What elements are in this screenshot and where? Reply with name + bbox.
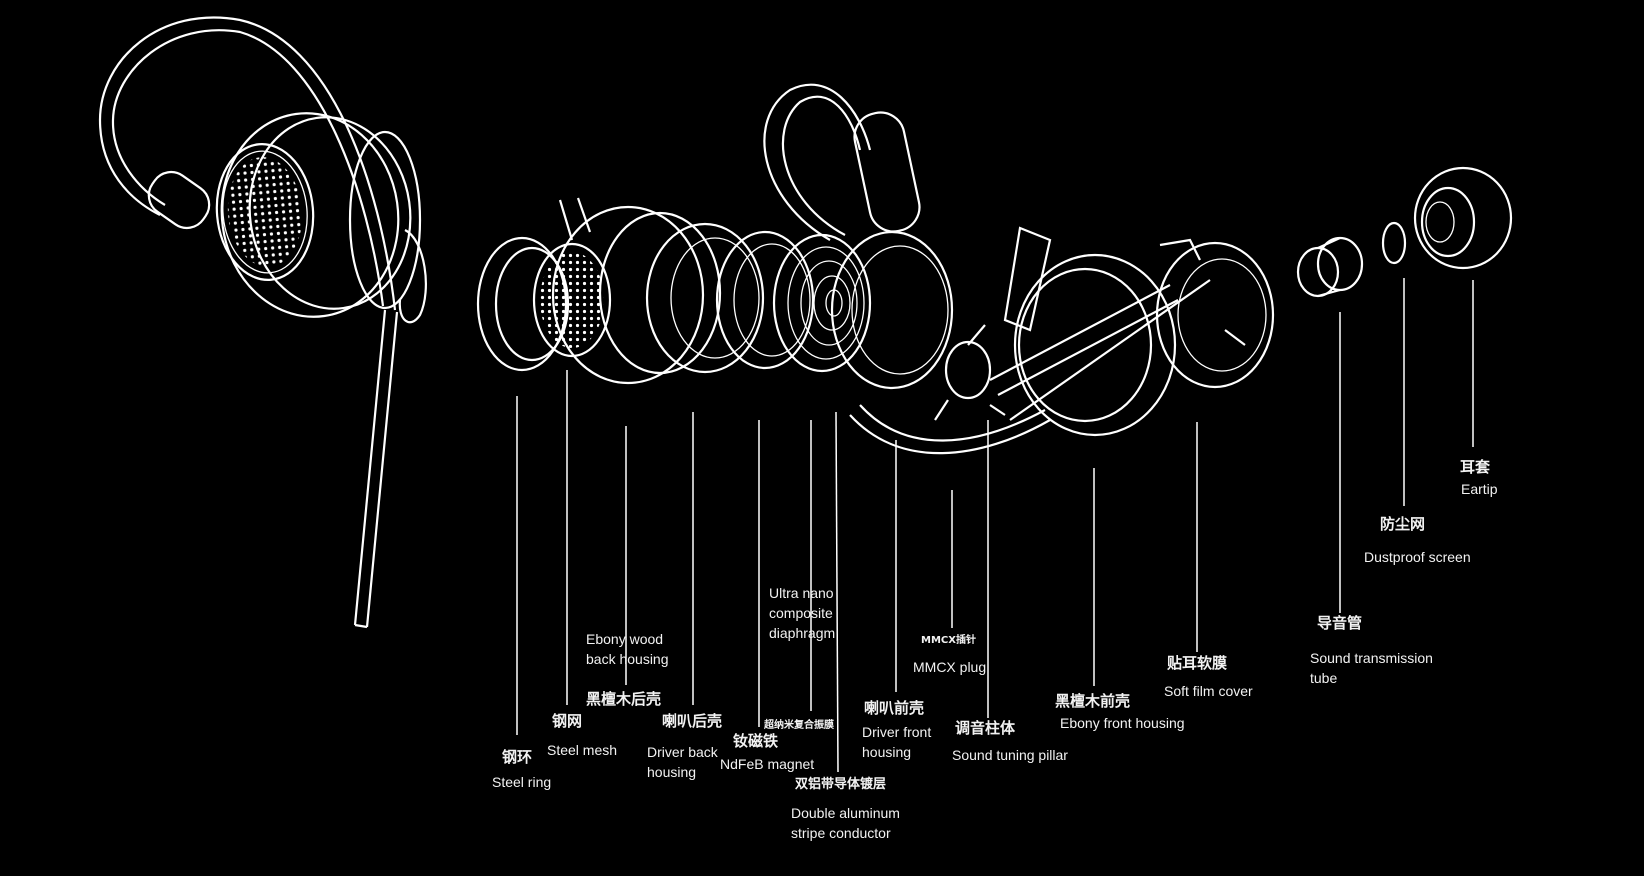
en-line: Steel ring — [492, 774, 552, 790]
zh-ebony-back-housing: 黑檀木后壳 — [586, 690, 662, 708]
ebony-front-housing-drawing — [1009, 253, 1211, 437]
en-eartip: Eartip — [1461, 479, 1498, 499]
en-line: stripe conductor — [791, 825, 891, 841]
ear-hook-cable-drawing — [763, 83, 1051, 455]
en-line: Ebony wood — [586, 631, 664, 647]
sound-tube-drawing — [1296, 236, 1364, 298]
diaphragm-drawing — [772, 233, 872, 373]
en-ndfeb-magnet: NdFeB magnet — [720, 754, 814, 774]
en-driver-back-housing: Driver back housing — [647, 742, 718, 782]
en-sound-tube: Sound transmission tube — [1310, 648, 1433, 688]
zh-aluminum-conductor: 双铝带导体镀层 — [795, 777, 887, 792]
en-soft-film-cover: Soft film cover — [1164, 681, 1253, 701]
en-ebony-front-housing: Ebony front housing — [1060, 713, 1185, 733]
zh-dustproof-screen: 防尘网 — [1380, 515, 1426, 533]
en-diaphragm: Ultra nano composite diaphragm — [769, 583, 835, 643]
zh-tuning-pillar: 调音柱体 — [955, 719, 1016, 737]
en-line: Soft film cover — [1164, 683, 1253, 699]
en-line: back housing — [586, 651, 669, 667]
en-tuning-pillar: Sound tuning pillar — [952, 745, 1068, 765]
en-line: MMCX plug — [913, 659, 987, 675]
zh-steel-ring: 钢环 — [502, 748, 533, 766]
en-line: Dustproof screen — [1364, 549, 1471, 565]
en-line: Steel mesh — [547, 742, 618, 758]
en-line: Driver back — [647, 744, 718, 760]
en-dustproof-screen: Dustproof screen — [1364, 547, 1471, 567]
zh-ebony-front-housing: 黑檀木前壳 — [1055, 692, 1131, 710]
en-line: housing — [647, 764, 697, 780]
en-steel-ring: Steel ring — [492, 772, 551, 792]
zh-eartip: 耳套 — [1460, 458, 1491, 476]
zh-mmcx-plug: MMCX插针 — [921, 635, 976, 646]
driver-back-housing-drawing — [645, 222, 765, 374]
soft-film-cover-drawing — [1155, 238, 1275, 389]
en-line: Sound transmission — [1310, 650, 1433, 666]
en-aluminum-conductor: Double aluminum stripe conductor — [791, 803, 900, 843]
zh-sound-tube: 导音管 — [1317, 614, 1363, 632]
en-line: housing — [862, 744, 912, 760]
en-line: tube — [1310, 670, 1338, 686]
en-ebony-back-housing: Ebony wood back housing — [586, 629, 669, 669]
ebony-back-housing-drawing — [551, 197, 722, 385]
en-line: Driver front — [862, 724, 932, 740]
en-line: Sound tuning pillar — [952, 747, 1068, 763]
zh-diaphragm: 超纳米复合振膜 — [764, 720, 834, 731]
en-line: NdFeB magnet — [720, 756, 815, 772]
en-mmcx-plug: MMCX plug — [913, 657, 986, 677]
leader-lines — [516, 278, 1474, 773]
en-line: Eartip — [1461, 481, 1498, 497]
mmcx-plug-drawing — [934, 324, 1006, 421]
zh-driver-front-housing: 喇叭前壳 — [864, 699, 925, 717]
en-line: Ebony front housing — [1060, 715, 1185, 731]
en-line: Double aluminum — [791, 805, 900, 821]
zh-soft-film-cover: 贴耳软膜 — [1167, 654, 1228, 672]
assembled-earphone-illustration — [98, 16, 427, 629]
zh-steel-mesh: 钢网 — [552, 712, 583, 730]
steel-mesh-drawing — [532, 242, 612, 358]
dustproof-screen-drawing — [1381, 221, 1407, 265]
en-line: composite — [769, 605, 833, 621]
ndfeb-magnet-drawing — [715, 230, 815, 370]
zh-driver-back-housing: 喇叭后壳 — [662, 712, 723, 730]
eartip-drawing — [1413, 166, 1513, 270]
en-line: diaphragm — [769, 625, 836, 641]
en-line: Ultra nano — [769, 585, 834, 601]
zh-ndfeb-magnet: 钕磁铁 — [733, 732, 779, 750]
en-driver-front-housing: Driver front housing — [862, 722, 931, 762]
en-steel-mesh: Steel mesh — [547, 740, 617, 760]
